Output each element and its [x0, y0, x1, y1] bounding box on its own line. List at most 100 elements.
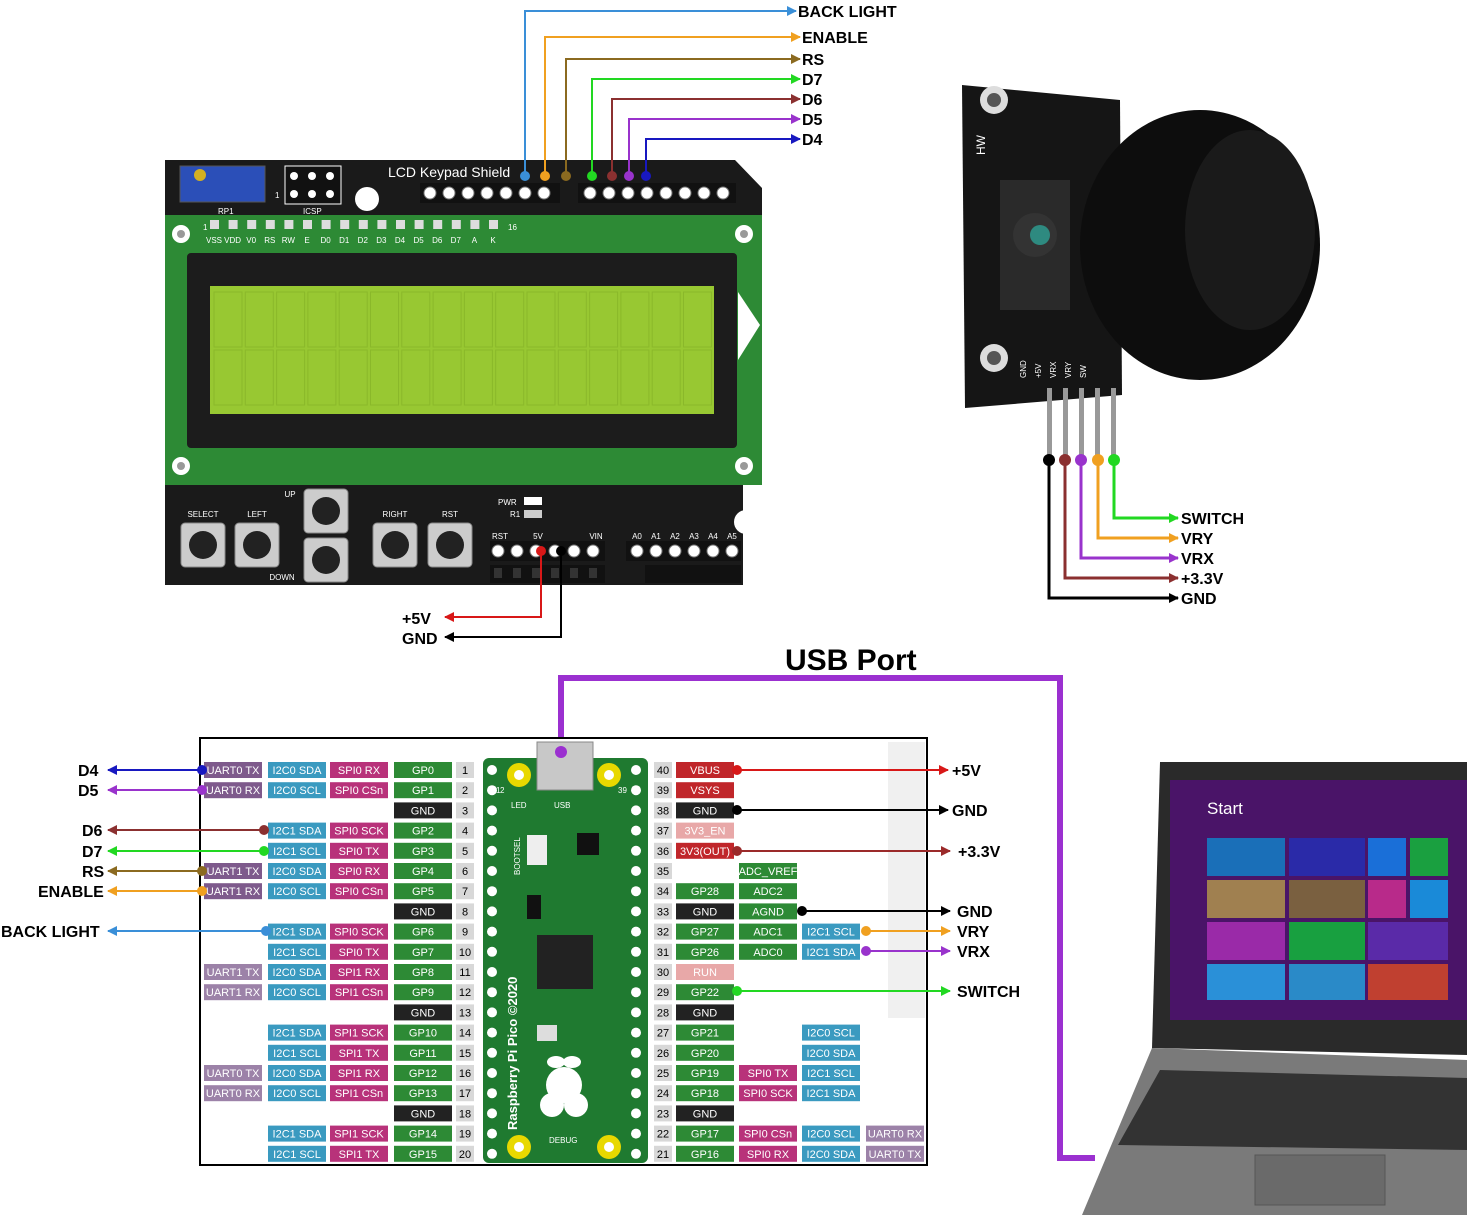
analog-header-label: A4: [708, 532, 718, 541]
pin-tag-label: I2C0 SCL: [807, 1028, 855, 1040]
pin-number-box: [456, 903, 474, 920]
pico-pad: [487, 785, 497, 796]
pin-tag-label: GP12: [409, 1068, 437, 1080]
wire-node: [259, 825, 269, 835]
lcd-pin-label: D1: [339, 236, 350, 245]
lcd-cell: [651, 349, 681, 406]
lcd-pin-label: D2: [358, 236, 369, 245]
icsp-label: ICSP: [303, 207, 322, 216]
pin-number-box: [654, 863, 672, 879]
wire-node: [259, 846, 269, 856]
pin-tag-label: UART1 TX: [207, 967, 260, 979]
pin-tag-label: ADC0: [753, 947, 782, 959]
wire-node: [1059, 454, 1071, 466]
wire-node: [732, 846, 742, 856]
header-pin: [494, 568, 502, 578]
pico-pad: [487, 1027, 497, 1038]
pin-tag: [394, 903, 452, 920]
pin-number-box: [654, 964, 672, 980]
lcd-cell: [620, 291, 650, 348]
pin-tag: [394, 802, 452, 819]
lcd-signal-wire: [524, 6, 797, 176]
pin-number-box: [456, 802, 474, 819]
pin-tag-label: SPI0 SCK: [334, 826, 384, 838]
header-pin: [589, 568, 597, 578]
pin-number-box: [456, 984, 474, 1001]
wire-node: [861, 926, 871, 936]
pin-tag-label: SPI1 CSn: [335, 987, 383, 999]
power-header-label: RST: [492, 532, 508, 541]
wire-node: [732, 986, 742, 996]
lcd-signal-wire: [591, 74, 801, 176]
pin-number: 33: [657, 906, 669, 918]
pin-tag-label: SPI0 CSn: [744, 1129, 792, 1141]
header-block: [490, 565, 605, 583]
pin-tag-label: UART0 TX: [207, 1068, 260, 1080]
wire-node: [556, 546, 566, 556]
pin-tag-label: GP17: [691, 1129, 719, 1141]
pin-number-box: [456, 1024, 474, 1041]
pico-pad: [487, 967, 497, 977]
pin-tag: [268, 762, 326, 778]
pin-tag: [268, 1085, 326, 1102]
pin-number: 21: [657, 1149, 669, 1161]
pin-number: 23: [657, 1108, 669, 1120]
pico-pad: [631, 785, 641, 796]
pin-number: 12: [459, 987, 471, 999]
pin-tag: [268, 782, 326, 799]
pin-tag: [866, 1145, 924, 1162]
pin-tag: [739, 943, 797, 960]
bootsel-button: [527, 835, 547, 865]
pin-tag: [330, 1044, 388, 1061]
pico-corner-39: 39: [618, 786, 627, 795]
pico-right-signal-label: SWITCH: [957, 984, 1020, 1001]
header-pin: [551, 568, 559, 578]
pin-tag: [676, 984, 734, 1001]
pin-tag: [739, 863, 797, 879]
pin-number: 13: [459, 1007, 471, 1019]
pin-tag: [676, 1125, 734, 1142]
pico-pad: [487, 987, 497, 998]
power-header-label: 5V: [533, 532, 543, 541]
header-hole: [668, 544, 682, 558]
wire-node: [607, 171, 617, 181]
pin-number: 15: [459, 1048, 471, 1060]
pin-tag: [330, 1065, 388, 1081]
mounting-hole: [355, 187, 379, 211]
lcd-signal-label: D7: [802, 72, 823, 89]
pin-number: 30: [657, 967, 669, 979]
pin-number: 2: [462, 785, 468, 797]
pin-tag: [268, 964, 326, 980]
pin-tag: [739, 923, 797, 940]
pin-tag: [394, 1004, 452, 1021]
pin-number: 17: [459, 1088, 471, 1100]
pin-tag-label: 3V3_EN: [685, 826, 726, 838]
pico-right-signal-label: GND: [952, 803, 988, 820]
pin-number: 4: [462, 826, 468, 838]
pin-number-box: [456, 822, 474, 839]
pin-tag: [394, 883, 452, 900]
joystick-brand-silk: HW: [974, 134, 988, 155]
pico-pad: [487, 1108, 497, 1119]
wire-node: [1108, 454, 1120, 466]
header-pin: [513, 568, 521, 578]
pin-tag-label: SPI0 TX: [748, 1068, 789, 1080]
lcd-cell: [432, 291, 462, 348]
pin-tag: [802, 1125, 860, 1142]
pico-left-signal-label: D4: [78, 763, 99, 780]
pwr-label: PWR: [498, 498, 517, 507]
pico-pad: [487, 866, 497, 876]
pin-tag-label: GP26: [691, 947, 719, 959]
pico-pinout: LED USB DEBUG BOOTSEL 1 2 39 Raspberry P…: [199, 737, 928, 1166]
pin-number-box: [456, 863, 474, 879]
lcd-pin-label: D4: [395, 236, 406, 245]
pin-number: 29: [657, 987, 669, 999]
lcd-pin: [247, 220, 257, 229]
